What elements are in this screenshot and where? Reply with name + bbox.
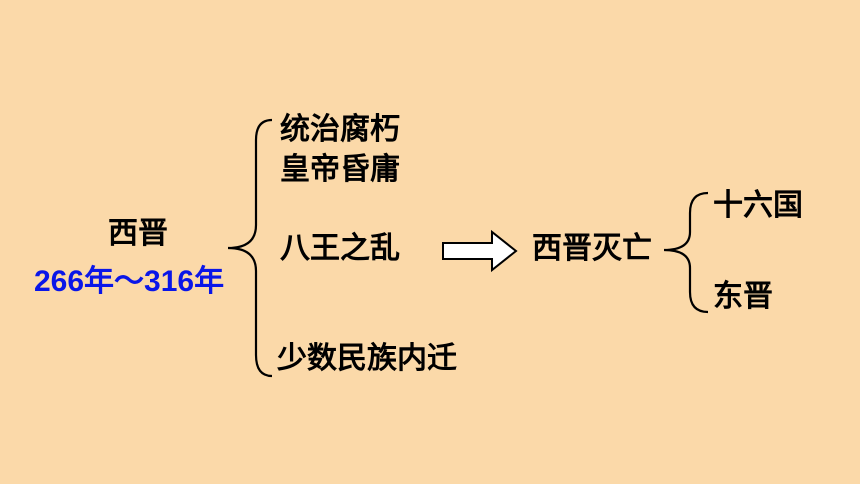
- cause-item-emperor: 皇帝昏庸: [280, 152, 400, 187]
- cause-item-migration: 少数民族内迁: [277, 341, 457, 376]
- cause-item-corruption: 统治腐朽: [280, 112, 400, 147]
- result-label: 西晋灭亡: [532, 231, 652, 266]
- causes-brace: [227, 118, 273, 378]
- outcomes-brace: [663, 191, 709, 314]
- root-years: 266年～316年: [34, 265, 225, 298]
- outcome-item-sixteen-kingdoms: 十六国: [713, 188, 803, 223]
- result-arrow: [442, 229, 518, 273]
- cause-item-eight-princes: 八王之乱: [280, 231, 400, 266]
- outcome-item-eastern-jin: 东晋: [713, 279, 773, 314]
- root-title: 西晋: [108, 216, 168, 251]
